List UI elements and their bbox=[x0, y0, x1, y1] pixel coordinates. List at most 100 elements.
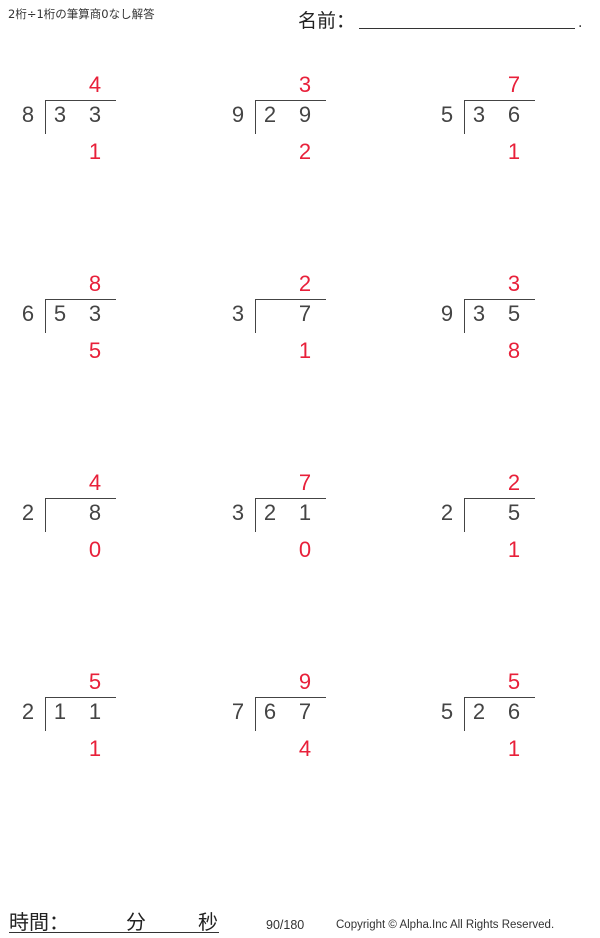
quotient: 7 bbox=[507, 72, 521, 97]
dividend-tens: 1 bbox=[53, 699, 67, 724]
dividend-ones: 6 bbox=[507, 699, 521, 724]
quotient: 8 bbox=[88, 271, 102, 296]
quotient: 4 bbox=[88, 72, 102, 97]
division-bar bbox=[255, 299, 326, 300]
problem-9: 2 5 2 1 bbox=[437, 470, 577, 598]
problem-8: 3 2 1 7 0 bbox=[228, 470, 368, 598]
dividend-ones: 3 bbox=[88, 102, 102, 127]
dividend-tens: 2 bbox=[263, 500, 277, 525]
problem-6: 9 3 5 3 8 bbox=[437, 271, 577, 399]
dividend-ones: 7 bbox=[298, 301, 312, 326]
problem-12: 5 2 6 5 1 bbox=[437, 669, 577, 797]
problem-2: 9 2 9 3 2 bbox=[228, 72, 368, 200]
name-label: 名前： bbox=[298, 10, 356, 32]
problem-4: 6 5 3 8 5 bbox=[18, 271, 158, 399]
quotient: 9 bbox=[298, 669, 312, 694]
dividend-ones: 6 bbox=[507, 102, 521, 127]
time-field[interactable]: 時間： 分 秒 bbox=[9, 906, 219, 934]
division-bracket bbox=[45, 100, 46, 134]
divisor: 2 bbox=[21, 500, 35, 525]
division-bar bbox=[255, 498, 326, 499]
divisor: 7 bbox=[231, 699, 245, 724]
divisor: 6 bbox=[21, 301, 35, 326]
divisor: 9 bbox=[440, 301, 454, 326]
problem-7: 2 8 4 0 bbox=[18, 470, 158, 598]
time-label: 時間： bbox=[9, 910, 69, 934]
copyright-notice: Copyright © Alpha.Inc All Rights Reserve… bbox=[336, 919, 555, 931]
quotient: 3 bbox=[507, 271, 521, 296]
dividend-ones: 5 bbox=[507, 301, 521, 326]
division-bracket bbox=[45, 498, 46, 532]
division-bracket bbox=[464, 299, 465, 333]
remainder: 1 bbox=[507, 736, 521, 761]
remainder: 4 bbox=[298, 736, 312, 761]
division-bar bbox=[45, 299, 116, 300]
remainder: 1 bbox=[88, 139, 102, 164]
remainder: 1 bbox=[298, 338, 312, 363]
dividend-ones: 7 bbox=[298, 699, 312, 724]
dividend-tens: 3 bbox=[472, 301, 486, 326]
remainder: 5 bbox=[88, 338, 102, 363]
quotient: 5 bbox=[88, 669, 102, 694]
division-bar bbox=[45, 100, 116, 101]
dividend-ones: 1 bbox=[88, 699, 102, 724]
problem-11: 7 6 7 9 4 bbox=[228, 669, 368, 797]
division-bracket bbox=[464, 498, 465, 532]
division-bar bbox=[464, 299, 535, 300]
seconds-label: 秒 bbox=[198, 910, 218, 934]
division-bar bbox=[45, 498, 116, 499]
problem-10: 2 1 1 5 1 bbox=[18, 669, 158, 797]
dividend-tens: 6 bbox=[263, 699, 277, 724]
division-bracket bbox=[255, 100, 256, 134]
division-bracket bbox=[464, 697, 465, 731]
remainder: 2 bbox=[298, 139, 312, 164]
quotient: 3 bbox=[298, 72, 312, 97]
divisor: 2 bbox=[440, 500, 454, 525]
problem-1: 8 3 3 4 1 bbox=[18, 72, 158, 200]
remainder: 8 bbox=[507, 338, 521, 363]
quotient: 5 bbox=[507, 669, 521, 694]
dividend-tens: 3 bbox=[472, 102, 486, 127]
division-bar bbox=[464, 697, 535, 698]
problem-5: 3 7 2 1 bbox=[228, 271, 368, 399]
division-bar bbox=[464, 498, 535, 499]
division-bracket bbox=[45, 697, 46, 731]
dividend-tens: 5 bbox=[53, 301, 67, 326]
minutes-label: 分 bbox=[126, 910, 146, 934]
division-bar bbox=[45, 697, 116, 698]
dividend-ones: 8 bbox=[88, 500, 102, 525]
remainder: 0 bbox=[298, 537, 312, 562]
divisor: 9 bbox=[231, 102, 245, 127]
division-bracket bbox=[255, 299, 256, 333]
remainder: 1 bbox=[88, 736, 102, 761]
divisor: 3 bbox=[231, 301, 245, 326]
divisor: 8 bbox=[21, 102, 35, 127]
quotient: 7 bbox=[298, 470, 312, 495]
division-bar bbox=[255, 100, 326, 101]
worksheet-title: 2桁÷1桁の筆算商0なし解答 bbox=[8, 7, 155, 21]
name-end-dot: . bbox=[578, 15, 583, 31]
dividend-ones: 3 bbox=[88, 301, 102, 326]
dividend-ones: 1 bbox=[298, 500, 312, 525]
dividend-ones: 5 bbox=[507, 500, 521, 525]
division-bar bbox=[464, 100, 535, 101]
remainder: 1 bbox=[507, 537, 521, 562]
division-bracket bbox=[255, 697, 256, 731]
problem-3: 5 3 6 7 1 bbox=[437, 72, 577, 200]
divisor: 2 bbox=[21, 699, 35, 724]
quotient: 2 bbox=[298, 271, 312, 296]
name-field[interactable]: 名前： . bbox=[298, 6, 588, 32]
name-underline bbox=[359, 28, 575, 29]
page-number: 90/180 bbox=[266, 918, 305, 932]
divisor: 5 bbox=[440, 102, 454, 127]
divisor: 3 bbox=[231, 500, 245, 525]
division-bracket bbox=[464, 100, 465, 134]
dividend-tens: 3 bbox=[53, 102, 67, 127]
divisor: 5 bbox=[440, 699, 454, 724]
remainder: 1 bbox=[507, 139, 521, 164]
dividend-ones: 9 bbox=[298, 102, 312, 127]
dividend-tens: 2 bbox=[472, 699, 486, 724]
division-bracket bbox=[255, 498, 256, 532]
quotient: 4 bbox=[88, 470, 102, 495]
remainder: 0 bbox=[88, 537, 102, 562]
